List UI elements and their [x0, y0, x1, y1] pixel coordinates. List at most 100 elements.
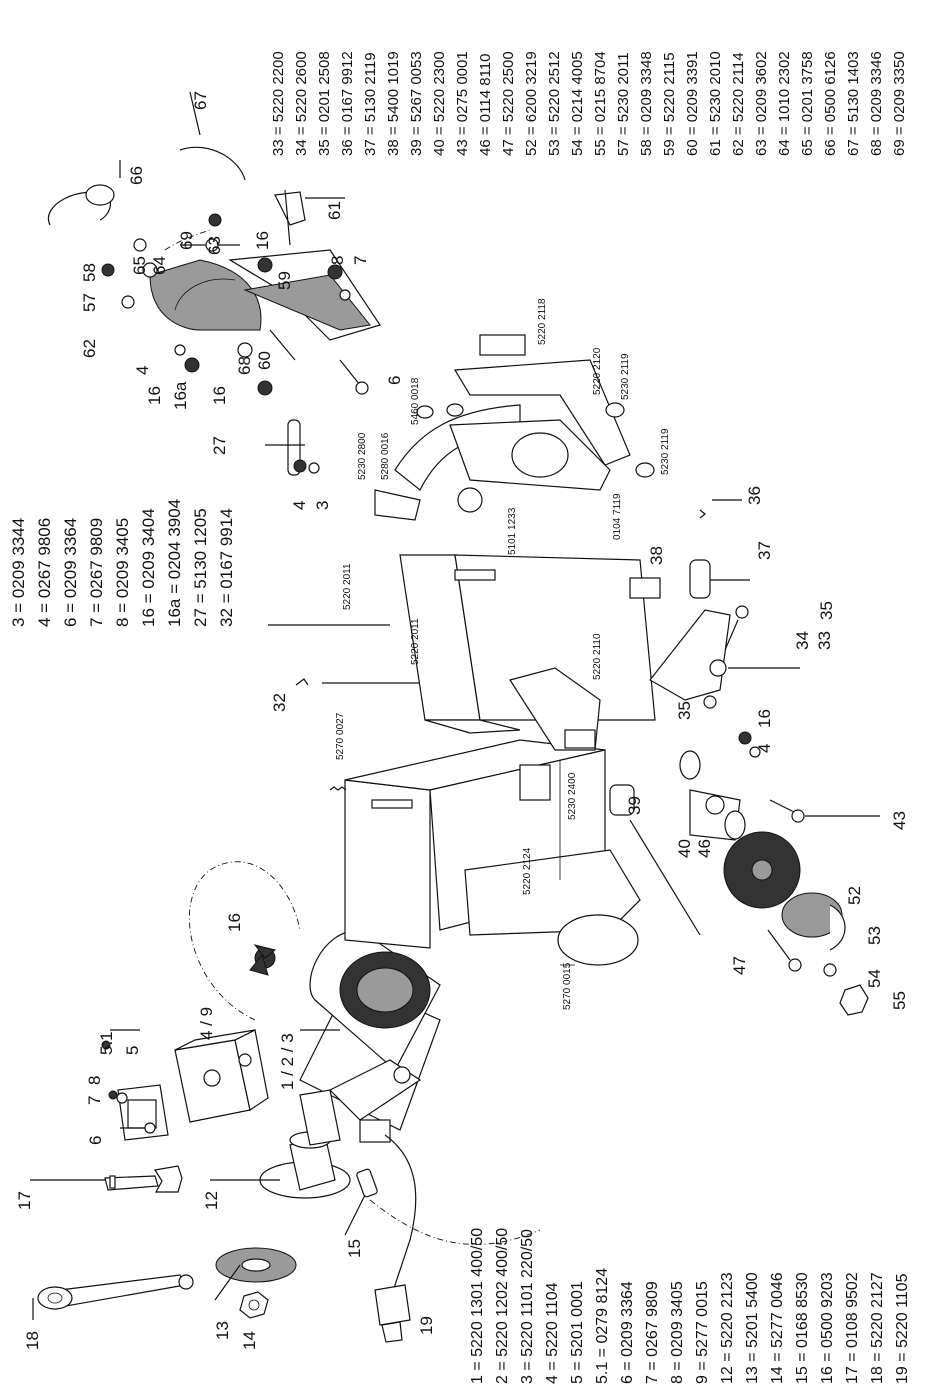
parts-list-left-12: 12 = 5220 2123 [719, 1272, 736, 1384]
callout-8: 8 [85, 1076, 104, 1085]
callout-66: 66 [127, 166, 146, 185]
parts-list-right-46: 46 = 0114 8110 [477, 54, 494, 156]
callout-4-right: 4 [755, 744, 774, 753]
nut-55 [839, 984, 869, 1016]
callout-4-9: 4 / 9 [197, 1007, 216, 1040]
sleeve-37 [689, 559, 711, 599]
key-15 [356, 1168, 378, 1198]
ref-5230-2119-a: 5230 2119 [620, 353, 631, 400]
parts-list-left-17: 17 = 0108 9502 [844, 1272, 861, 1384]
callout-54: 54 [865, 969, 884, 988]
nut-16-lower [257, 380, 273, 396]
arm-33 [649, 609, 731, 701]
parts-list-left-8: 8 = 0209 3405 [669, 1281, 686, 1384]
callout-35-a: 35 [675, 701, 694, 720]
callout-15: 15 [345, 1239, 364, 1258]
callout-55: 55 [890, 991, 909, 1010]
parts-list-right-43: 43 = 0275 0001 [454, 51, 471, 156]
parts-list-right-40: 40 = 5220 2300 [431, 51, 448, 156]
washer-4-lower [174, 344, 186, 356]
bushing-64 [142, 262, 158, 278]
ref-5230-2400: 5230 2400 [567, 772, 578, 820]
parts-list-right-65: 65 = 0201 3758 [799, 51, 816, 156]
nut-3 [293, 459, 307, 473]
callout-7-top: 7 [351, 256, 370, 265]
callout-64: 64 [150, 256, 169, 275]
callout-61: 61 [325, 201, 344, 220]
parts-list-right-33: 33 = 5220 2200 [270, 51, 287, 156]
nut-8-top [327, 264, 343, 280]
callout-6: 6 [86, 1136, 105, 1145]
ref-5220-2011-b: 5220 2011 [410, 618, 421, 665]
alignment-line [369, 1199, 541, 1245]
guard-53 [829, 904, 846, 951]
motor-body [299, 929, 441, 1146]
grommet [635, 462, 655, 478]
nut-16-top [257, 257, 273, 273]
nut-16-right [738, 731, 752, 745]
parts-list-left-14: 14 = 5277 0046 [769, 1272, 786, 1384]
bolt-34 [724, 619, 739, 651]
tilt-sector-62 [149, 259, 262, 331]
callout-13: 13 [213, 1321, 232, 1340]
nut-14 [239, 1291, 269, 1319]
parts-list-middle: 3 = 0209 3344 4 = 0267 9806 6 = 0209 336… [9, 499, 236, 627]
ref-5460-0018: 5460 0018 [410, 377, 421, 425]
cable-19 [374, 1134, 417, 1343]
callout-37: 37 [755, 541, 774, 560]
bolt-6-top [339, 359, 361, 386]
pointer-61 [274, 191, 306, 226]
parts-list-middle-16a: 16a = 0204 3904 [165, 499, 184, 627]
callout-4-top: 4 [290, 501, 309, 510]
callout-33: 33 [815, 631, 834, 650]
callout-16-fan: 16 [225, 913, 244, 932]
spanner-17 [104, 1165, 183, 1193]
alignment-line [188, 861, 301, 1021]
tilt-assembly: 66 67 65 64 69 63 16 8 7 59 61 6 60 68 6… [47, 91, 404, 410]
callout-43: 43 [890, 811, 909, 830]
ref-5230-2800: 5230 2800 [357, 432, 368, 480]
nut-8 [108, 1090, 118, 1100]
callout-34: 34 [793, 631, 812, 650]
callout-32: 32 [270, 693, 289, 712]
parts-list-right-35: 35 = 0201 2508 [316, 51, 333, 156]
callout-62: 62 [80, 339, 99, 358]
parts-list-left-19: 19 = 5220 1105 [894, 1273, 911, 1384]
callout-53: 53 [865, 926, 884, 945]
upper-frame [399, 554, 656, 751]
washer-7 [116, 1092, 128, 1104]
parts-list-right-67: 67 = 5130 1403 [845, 51, 862, 156]
grommet [605, 402, 625, 418]
nut-63 [208, 213, 222, 227]
callout-16-right: 16 [755, 709, 774, 728]
parts-list-left-15: 15 = 0168 8530 [794, 1272, 811, 1384]
switch-box-4-9 [174, 1029, 269, 1123]
bearing-40a [679, 750, 701, 780]
scale-67 [179, 146, 246, 181]
parts-list-left-4: 4 = 5220 1104 [544, 1282, 561, 1384]
nut-68 [237, 342, 253, 358]
parts-list-right-34: 34 = 5220 2600 [293, 51, 310, 156]
parts-list-right-58: 58 = 0209 3348 [638, 51, 655, 156]
callout-7: 7 [85, 1096, 104, 1105]
ref-5270-0027: 5270 0027 [335, 712, 346, 760]
callout-38: 38 [647, 546, 666, 565]
parts-list-right-62: 62 = 5220 2114 [730, 52, 747, 156]
washer-4-right [749, 746, 761, 758]
parts-list-left-51: 5.1 = 0279 8124 [594, 1268, 611, 1384]
bearing-40b [724, 810, 746, 840]
parts-list-left-9: 9 = 5277 0015 [694, 1281, 711, 1384]
pin-47 [767, 929, 791, 961]
callout-14: 14 [240, 1331, 259, 1350]
parts-list-right-55: 55 = 0215 8704 [592, 51, 609, 156]
parts-list-left-3: 3 = 5220 1101 220/50 [519, 1229, 536, 1384]
screw-51 [101, 1040, 111, 1050]
shaft-46 [629, 819, 701, 936]
parts-list-left-5: 5 = 5201 0001 [569, 1281, 586, 1384]
parts-list-right-68: 68 = 0209 3346 [868, 51, 885, 156]
parts-list-right-69: 69 = 0209 3350 [891, 51, 908, 156]
callout-16-mid: 16 [210, 386, 229, 405]
bolt-60 [269, 329, 296, 361]
parts-list-middle-4: 4 = 0267 9806 [35, 518, 54, 627]
